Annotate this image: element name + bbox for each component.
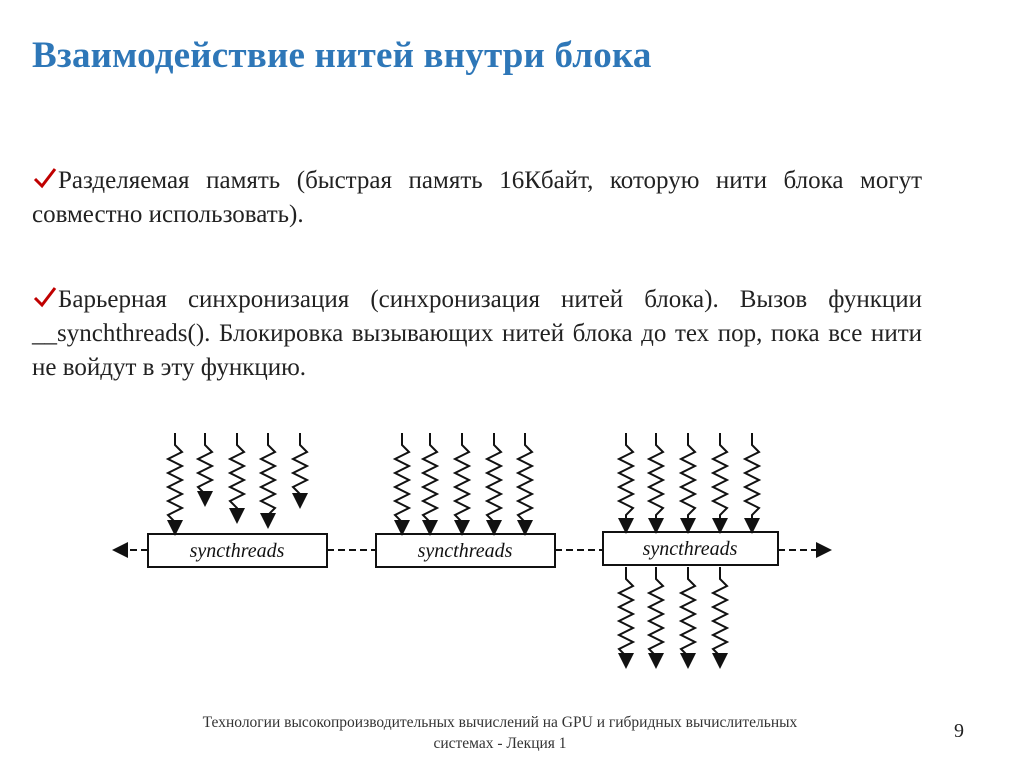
thread-arrow — [392, 433, 412, 536]
barrier-label: syncthreads — [190, 540, 285, 562]
thread-arrow — [646, 567, 666, 669]
thread-arrow — [165, 433, 185, 536]
thread-arrow — [420, 433, 440, 536]
barrier-box-1: syncthreads — [147, 533, 328, 568]
thread-arrow — [290, 433, 310, 509]
thread-arrow — [515, 433, 535, 536]
thread-arrow — [678, 567, 698, 669]
thread-arrow — [646, 433, 666, 534]
syncthreads-diagram: syncthreads syncthreads syncthreads — [112, 433, 832, 669]
thread-arrow — [616, 433, 636, 534]
thread-arrow — [678, 433, 698, 534]
thread-arrow — [195, 433, 215, 507]
bullet-text: Барьерная синхронизация (синхронизация н… — [32, 286, 922, 381]
thread-arrow — [742, 433, 762, 534]
checkmark-icon — [33, 287, 57, 308]
thread-arrow — [710, 567, 730, 669]
thread-arrow — [452, 433, 472, 536]
thread-arrow — [258, 433, 278, 529]
barrier-label: syncthreads — [418, 540, 513, 562]
barrier-box-2: syncthreads — [375, 533, 556, 568]
bullet-shared-memory: Разделяемая память (быстрая память 16Кба… — [32, 164, 922, 232]
thread-arrow — [227, 433, 247, 524]
page-number: 9 — [954, 720, 964, 742]
thread-arrow — [616, 567, 636, 669]
barrier-label: syncthreads — [643, 538, 738, 560]
bullet-barrier-sync: Барьерная синхронизация (синхронизация н… — [32, 283, 922, 385]
checkmark-icon — [33, 168, 57, 189]
bullet-text: Разделяемая память (быстрая память 16Кба… — [32, 167, 922, 228]
barrier-box-3: syncthreads — [602, 531, 779, 566]
thread-arrow — [710, 433, 730, 534]
thread-arrow — [484, 433, 504, 536]
slide-title: Взаимодействие нитей внутри блока — [32, 35, 652, 76]
thread-arrows — [165, 433, 762, 669]
slide-footer: Технологии высокопроизводительных вычисл… — [202, 714, 798, 752]
